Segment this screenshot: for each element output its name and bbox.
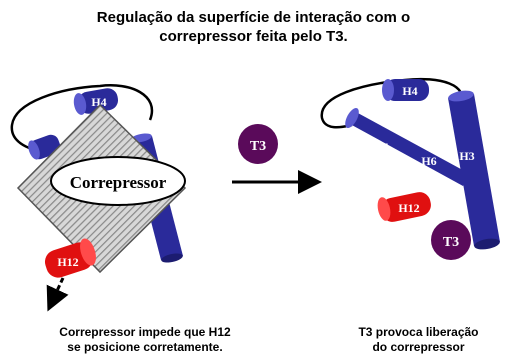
right-h12-label: H12 [398,201,419,215]
right-receptor: H4 H5 H6 H3 H12 T3 [320,77,500,260]
left-helix-h4: H4 [73,88,119,115]
left-h4-label: H4 [91,95,106,109]
middle-t3-label: T3 [250,139,266,154]
left-caption: Correpressor impede que H12 se posicione… [0,325,290,355]
right-h3-label: H3 [459,149,474,163]
right-helix-h12: H12 [377,192,431,222]
left-h12-label: H12 [57,255,78,269]
right-ligand: T3 [431,220,471,260]
middle-ligand: T3 [238,124,278,164]
left-receptor: H4 Correpressor H12 [10,84,187,312]
left-loop [10,84,154,154]
title-line-1: Regulação da superfície de interação com… [96,9,411,26]
right-h4-label: H4 [402,84,417,98]
right-caption-line-1: T3 provoca liberação [358,325,479,339]
right-t3-label: T3 [443,235,459,250]
right-helix-h5-h6: H5 H6 [345,108,470,186]
right-helix-h4: H4 [382,79,429,101]
corepressor-label: Correpressor [70,173,167,192]
right-loop [320,77,464,129]
right-h6-label: H6 [421,154,436,168]
right-caption: T3 provoca liberação do correpressor [330,325,507,355]
corepressor: Correpressor [16,103,187,274]
right-h5-label: H5 [373,140,388,154]
h12-displacement-arrow [46,277,69,312]
right-caption-line-2: do correpressor [372,340,465,354]
left-caption-line-2: se posicione corretamente. [67,340,223,354]
title-line-2: correpressor feita pelo T3. [159,28,348,45]
right-helix-h3: H3 [448,90,500,250]
left-caption-line-1: Correpressor impede que H12 [59,325,231,339]
left-helix-h12: H12 [44,238,96,278]
